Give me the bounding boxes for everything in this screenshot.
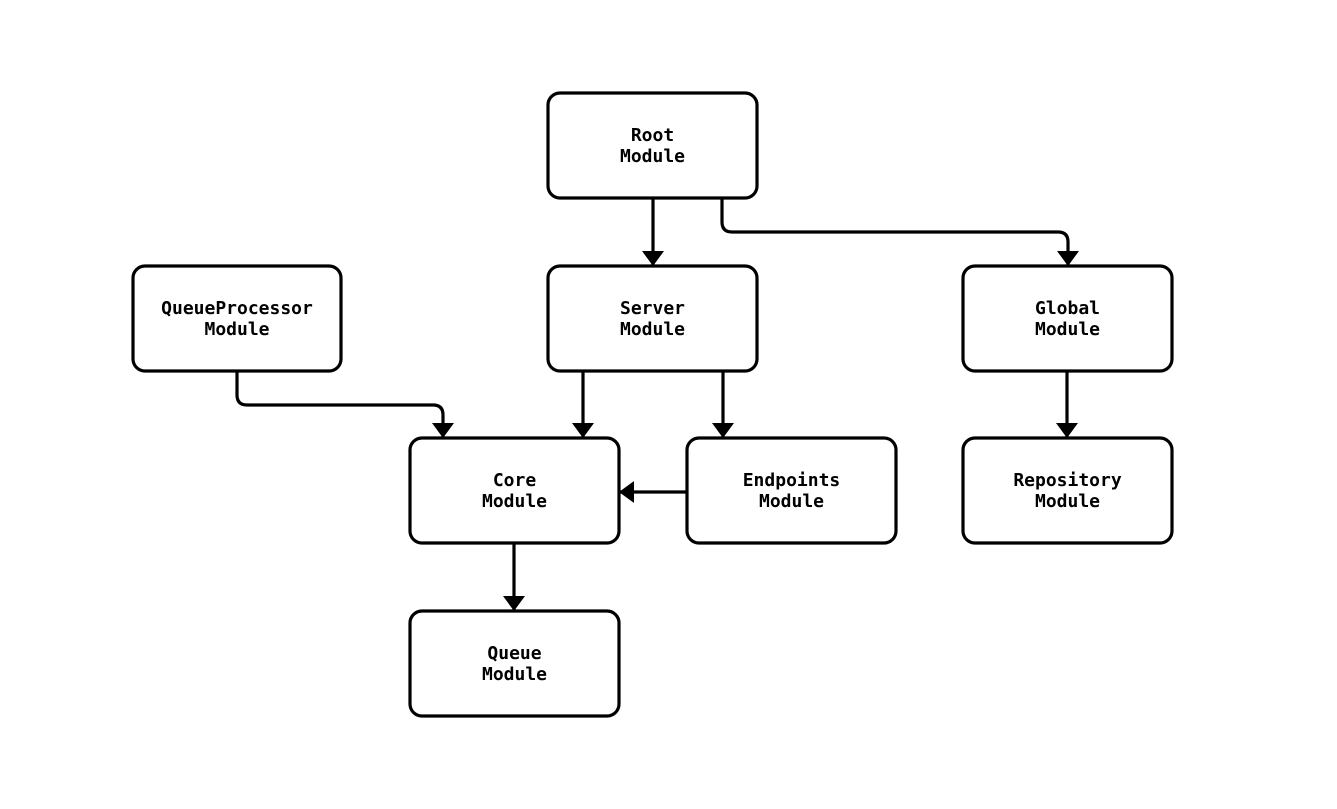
node-box (546, 264, 759, 373)
edge-queueprocessor-to-core (235, 371, 454, 438)
node-box (546, 91, 759, 200)
node-box (961, 436, 1174, 545)
edge-root-to-global (720, 198, 1079, 266)
node-box (131, 264, 343, 373)
node-box (961, 264, 1174, 373)
node-box (408, 436, 621, 545)
node-box (685, 436, 898, 545)
node-box (408, 609, 621, 718)
edges-layer (235, 198, 1079, 611)
